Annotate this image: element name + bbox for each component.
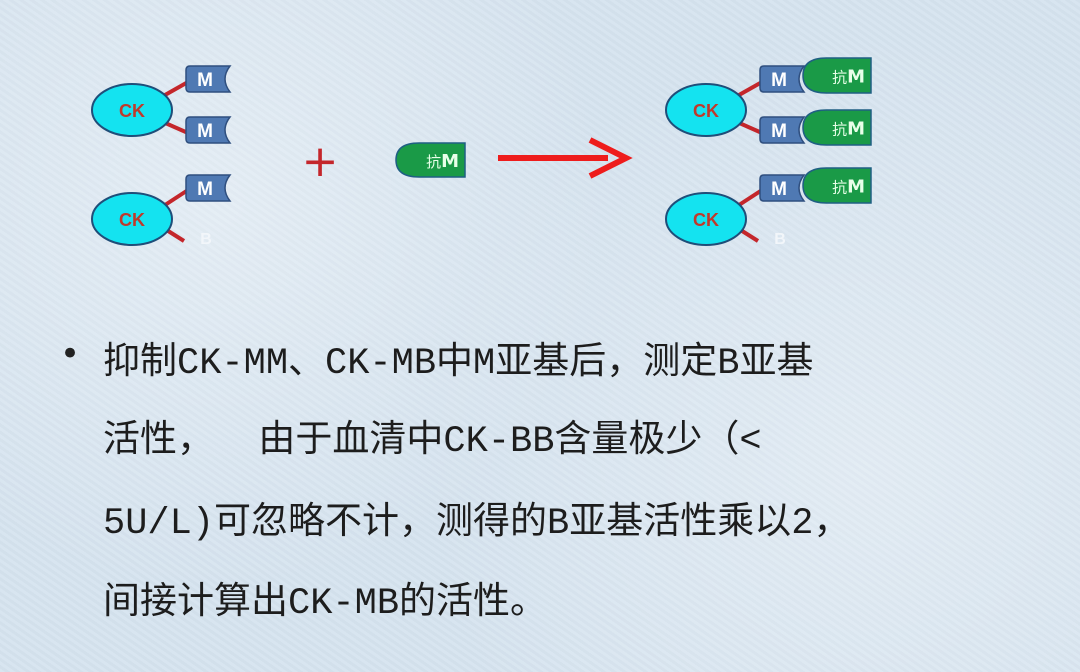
m-subunit-label: M <box>197 179 213 200</box>
ck-enzyme <box>665 192 747 246</box>
m-subunit-box <box>185 174 232 202</box>
m-subunit-box <box>185 116 232 144</box>
b-subunit-label: B <box>200 231 212 248</box>
m-subunit-label: M <box>771 70 787 91</box>
m-subunit-box <box>759 65 806 93</box>
subunit-link <box>737 188 764 207</box>
ck-enzyme <box>91 192 173 246</box>
ck-label: CK <box>119 210 145 230</box>
ck-label: CK <box>119 101 145 121</box>
subunit-link <box>163 188 190 207</box>
m-subunit-box <box>185 65 232 93</box>
ck-enzyme <box>91 83 173 137</box>
ck-label: CK <box>693 210 719 230</box>
bullet-marker: • <box>60 334 81 374</box>
m-subunit-box <box>759 174 806 202</box>
anti-m-antibody <box>802 109 872 146</box>
anti-m-antibody <box>802 167 872 204</box>
anti-m-label: 抗M <box>832 67 865 88</box>
reaction-arrow-head <box>588 137 633 179</box>
m-subunit-label: M <box>771 121 787 142</box>
anti-m-antibody <box>802 57 872 94</box>
subunit-link <box>164 80 189 97</box>
ck-label: CK <box>693 101 719 121</box>
plus-operator: + <box>302 136 339 187</box>
anti-m-antibody <box>395 142 466 178</box>
ck-mb-inhibition-diagram: CK M M CK M B CK M M CK M B 抗M 抗M 抗M + 抗M <box>91 57 872 248</box>
anti-m-label: 抗M <box>832 177 865 198</box>
anti-m-label: 抗M <box>832 119 865 140</box>
text-line-3: 5U/L)可忽略不计，测得的B亚基活性乘以2， <box>103 503 851 545</box>
anti-m-label: 抗M <box>426 151 459 172</box>
text-line-1: 抑制CK-MM、CK-MB中M亚基后，测定B亚基 <box>103 343 814 385</box>
subunit-link <box>738 80 763 97</box>
ck-enzyme <box>665 83 747 137</box>
b-subunit-label: B <box>774 231 786 248</box>
text-line-4: 间接计算出CK-MB的活性。 <box>103 583 548 625</box>
text-line-2: 活性， 由于血清中CK-BB含量极少（< <box>103 421 762 463</box>
m-subunit-label: M <box>197 70 213 91</box>
m-subunit-box <box>759 116 806 144</box>
m-subunit-label: M <box>197 121 213 142</box>
m-subunit-label: M <box>771 179 787 200</box>
